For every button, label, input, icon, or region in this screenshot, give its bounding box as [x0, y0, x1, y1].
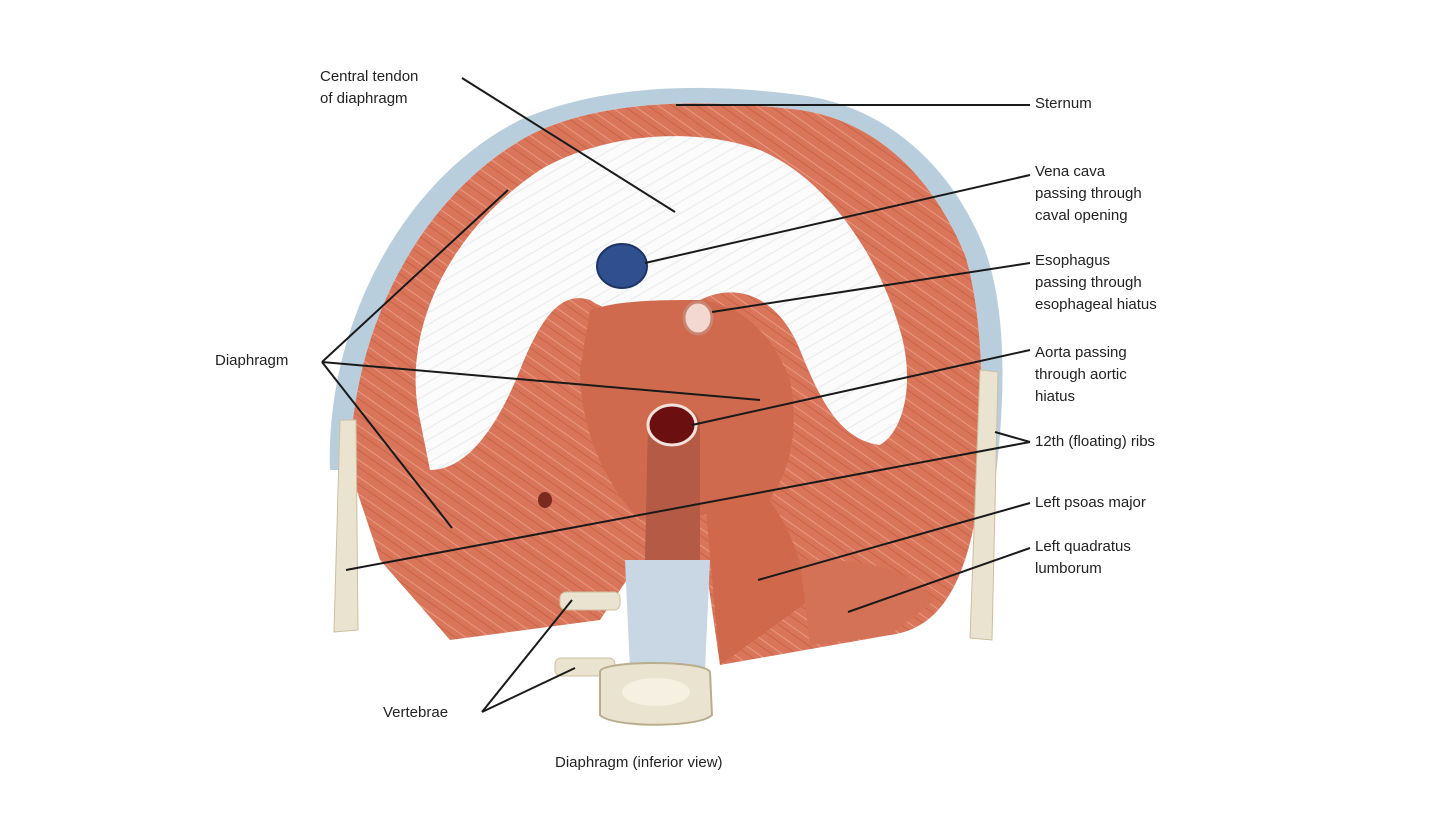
leader-diaphragm-1: [321, 189, 509, 363]
leader-diaphragm-2: [321, 361, 761, 401]
label-line: Esophagus: [1035, 252, 1111, 269]
label-diaphragm: Diaphragm: [215, 350, 288, 372]
figure-caption: Diaphragm (inferior view): [555, 754, 723, 771]
label-line: passing through: [1035, 274, 1142, 291]
label-central-tendon: Central tendon of diaphragm: [320, 66, 418, 110]
leader-diaphragm-3: [321, 361, 453, 529]
leader-ribs-1: [994, 431, 1031, 443]
spinal-column: [625, 560, 710, 670]
leader-esophagus: [711, 262, 1031, 313]
leader-aorta: [691, 349, 1031, 426]
label-line: Left quadratus: [1035, 538, 1131, 555]
rib-right: [969, 369, 999, 641]
leader-vertebrae-1: [481, 599, 573, 713]
label-line: Sternum: [1035, 95, 1092, 112]
leader-ribs-2: [345, 441, 1031, 571]
label-vena-cava: Vena cava passing through caval opening: [1035, 161, 1142, 227]
label-esophagus: Esophagus passing through esophageal hia…: [1035, 250, 1157, 316]
label-floating-ribs: 12th (floating) ribs: [1035, 431, 1155, 453]
leader-quadratus: [847, 547, 1031, 613]
vertebra-process-upper: [559, 591, 621, 611]
label-line: Aorta passing: [1035, 344, 1127, 361]
small-opening: [538, 492, 552, 508]
label-psoas: Left psoas major: [1035, 492, 1146, 514]
label-line: caval opening: [1035, 207, 1128, 224]
label-quadratus: Left quadratus lumborum: [1035, 536, 1131, 580]
label-line: Left psoas major: [1035, 494, 1146, 511]
label-line: of diaphragm: [320, 90, 408, 107]
leader-lines: [321, 77, 1031, 713]
leader-psoas: [757, 502, 1031, 581]
label-line: passing through: [1035, 185, 1142, 202]
label-line: Vertebrae: [383, 704, 449, 721]
label-line: Central tendon: [320, 68, 419, 85]
label-line: 12th (floating) ribs: [1035, 433, 1156, 450]
label-line: Diaphragm: [215, 352, 289, 369]
leader-vertebrae-2: [481, 667, 576, 713]
vena-cava-opening: [596, 243, 648, 289]
label-line: lumborum: [1035, 560, 1102, 577]
left-psoas-major: [705, 490, 810, 665]
leader-central-tendon: [461, 77, 676, 213]
label-line: through aortic: [1035, 366, 1127, 383]
left-quadratus-lumborum: [800, 560, 935, 645]
vertebra-body-center: [622, 678, 690, 706]
label-vertebrae: Vertebrae: [383, 702, 448, 724]
esophagus-opening: [682, 300, 714, 336]
label-line: Vena cava: [1035, 163, 1106, 180]
label-line: esophageal hiatus: [1035, 296, 1157, 313]
aorta-tube: [645, 405, 700, 560]
label-sternum: Sternum: [1035, 93, 1092, 115]
label-line: hiatus: [1035, 388, 1076, 405]
leader-vena-cava: [644, 174, 1031, 264]
label-aorta: Aorta passing through aortic hiatus: [1035, 342, 1127, 408]
aorta-opening: [646, 403, 698, 447]
rib-left: [333, 419, 359, 633]
